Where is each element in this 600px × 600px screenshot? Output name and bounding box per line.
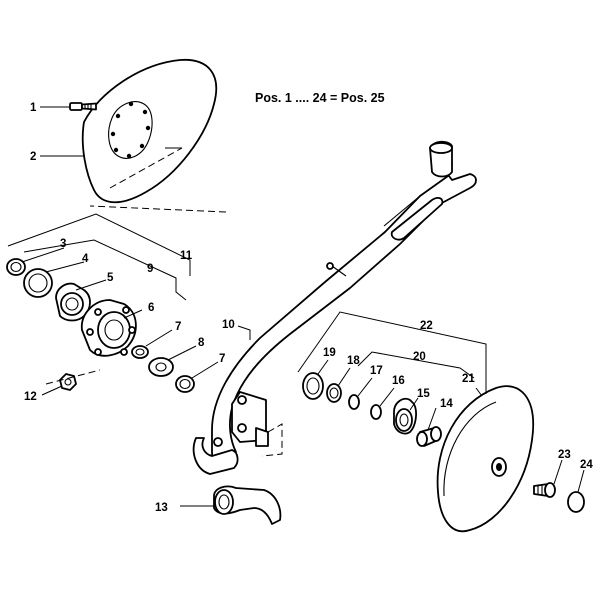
callout-20: 20 bbox=[413, 351, 426, 363]
callout-15: 15 bbox=[417, 388, 430, 400]
callout-11: 11 bbox=[180, 250, 193, 262]
callout-21: 21 bbox=[462, 373, 475, 385]
callout-16: 16 bbox=[392, 375, 405, 387]
callout-17: 17 bbox=[370, 365, 383, 377]
mounting-bracket bbox=[213, 391, 283, 457]
ring-16 bbox=[370, 404, 382, 420]
callout-18: 18 bbox=[347, 355, 360, 367]
callout-23: 23 bbox=[558, 449, 571, 461]
position-note: Pos. 1 .... 24 = Pos. 25 bbox=[255, 91, 385, 105]
seal-4 bbox=[23, 268, 53, 298]
leader-14 bbox=[427, 407, 437, 431]
cap-24 bbox=[567, 491, 585, 513]
leader-7b bbox=[191, 361, 219, 379]
leader-15 bbox=[409, 397, 419, 411]
bearing-15 bbox=[393, 397, 417, 435]
seal-18 bbox=[326, 383, 342, 403]
callout-7-lower: 7 bbox=[219, 353, 225, 365]
callout-12: 12 bbox=[24, 391, 37, 403]
group-bracket-11 bbox=[7, 213, 191, 276]
frame-arm bbox=[192, 140, 477, 475]
washer-7-upper bbox=[131, 345, 149, 359]
dash-lead-upper bbox=[89, 205, 227, 213]
callout-3: 3 bbox=[60, 238, 66, 250]
bearing-5 bbox=[55, 282, 91, 322]
sleeve-14 bbox=[416, 426, 442, 447]
snap-ring-19 bbox=[302, 372, 324, 400]
leader-21 bbox=[475, 387, 483, 397]
callout-8: 8 bbox=[198, 337, 205, 349]
ring-17 bbox=[348, 394, 360, 410]
callout-10: 10 bbox=[222, 319, 235, 331]
leader-12 bbox=[41, 385, 63, 396]
leader-17 bbox=[357, 377, 373, 397]
leader-18 bbox=[337, 367, 351, 387]
leader-7a bbox=[145, 329, 173, 347]
callout-19: 19 bbox=[323, 347, 336, 359]
group-bracket-20 bbox=[357, 351, 475, 379]
callout-7-upper: 7 bbox=[175, 321, 181, 333]
hub-6 bbox=[81, 299, 137, 357]
group-bracket-9 bbox=[23, 239, 187, 301]
lower-disc bbox=[436, 385, 534, 533]
leader-23 bbox=[553, 459, 563, 485]
leader-16 bbox=[379, 387, 395, 407]
callout-2: 2 bbox=[30, 151, 36, 163]
group-bracket-10 bbox=[237, 325, 251, 340]
leader-8 bbox=[167, 345, 197, 361]
snap-ring-3 bbox=[6, 258, 26, 276]
callout-4: 4 bbox=[82, 253, 89, 265]
washer-8 bbox=[148, 357, 174, 377]
bolt-23 bbox=[533, 482, 556, 498]
leader-19 bbox=[317, 359, 329, 375]
group-bracket-22 bbox=[297, 311, 487, 394]
leader-6 bbox=[123, 309, 143, 319]
callout-14: 14 bbox=[440, 398, 453, 410]
callout-9: 9 bbox=[147, 263, 153, 275]
leader-24 bbox=[577, 469, 585, 493]
callout-5: 5 bbox=[107, 272, 114, 284]
boot-13 bbox=[213, 485, 282, 525]
callout-6: 6 bbox=[148, 302, 154, 314]
washer-7-lower bbox=[175, 375, 195, 393]
callout-1: 1 bbox=[30, 102, 37, 114]
upper-disc bbox=[81, 59, 218, 204]
leader-5 bbox=[75, 279, 107, 291]
bolt-1 bbox=[69, 102, 97, 111]
callout-24: 24 bbox=[580, 459, 593, 471]
callout-22: 22 bbox=[420, 320, 433, 332]
leader-4 bbox=[45, 261, 85, 273]
leader-3 bbox=[21, 247, 65, 263]
callout-13: 13 bbox=[155, 502, 168, 514]
nut-12 bbox=[59, 373, 77, 391]
dash-lead-12 bbox=[45, 369, 101, 385]
